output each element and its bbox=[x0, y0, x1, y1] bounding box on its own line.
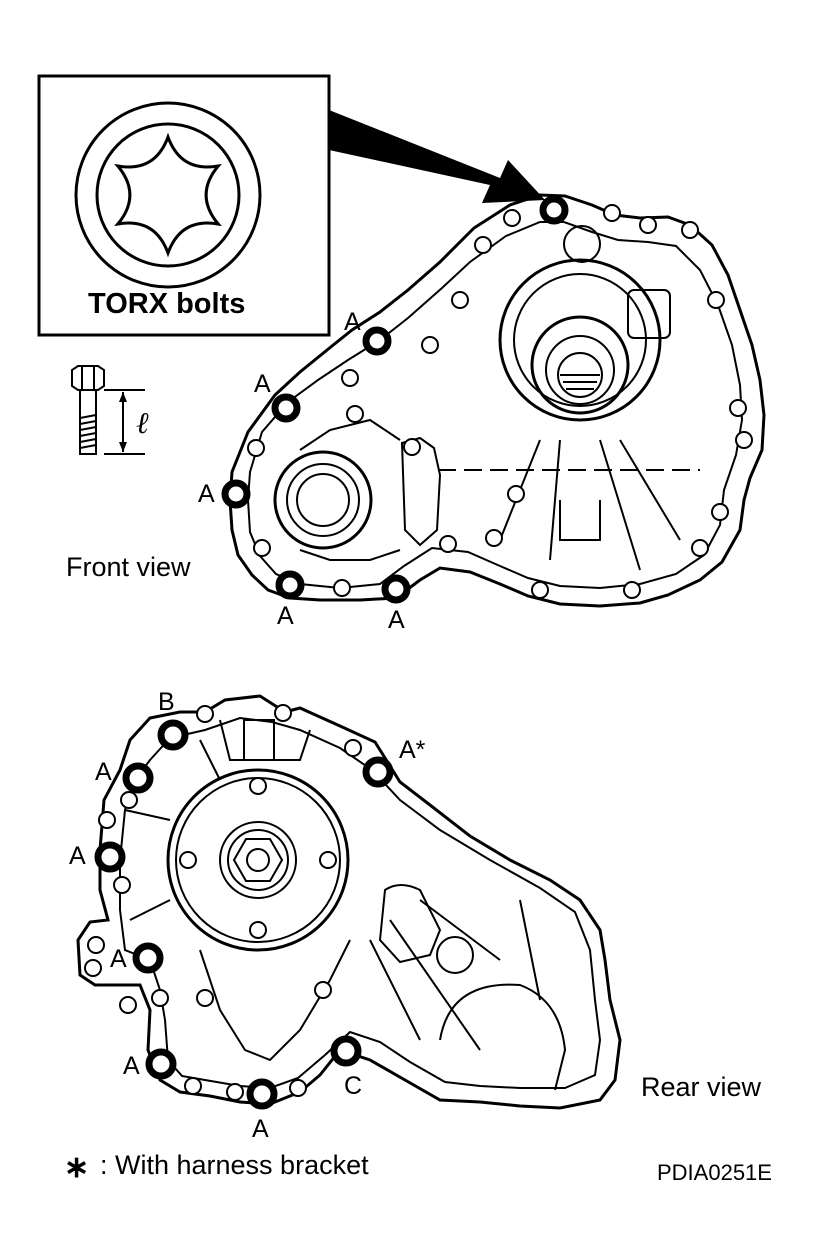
mounting-hole bbox=[681, 221, 699, 239]
bolt-marker bbox=[362, 756, 394, 788]
mounting-hole bbox=[113, 876, 131, 894]
bolt-marker bbox=[275, 570, 305, 600]
mounting-hole bbox=[319, 851, 337, 869]
mounting-hole bbox=[603, 204, 621, 222]
rear-bolt-label: A bbox=[252, 1115, 269, 1143]
mounting-hole bbox=[623, 581, 641, 599]
front-bolt-label: A bbox=[254, 370, 271, 398]
mounting-hole bbox=[421, 336, 439, 354]
front-view-title: Front view bbox=[66, 552, 191, 582]
mounting-hole bbox=[120, 791, 138, 809]
pointer-arrow-icon bbox=[329, 110, 545, 203]
bolt-marker bbox=[539, 195, 569, 225]
rear-bolt-label: B bbox=[158, 688, 175, 716]
mounting-hole bbox=[707, 291, 725, 309]
mounting-hole bbox=[184, 1077, 202, 1095]
mounting-hole bbox=[151, 989, 169, 1007]
mounting-hole bbox=[474, 236, 492, 254]
mounting-hole bbox=[735, 431, 753, 449]
bolt-length-icon bbox=[71, 365, 145, 455]
front-bolt-label: A bbox=[388, 606, 405, 634]
footnote-marker: ∗ bbox=[64, 1151, 90, 1184]
rear-bolt-label: A bbox=[110, 945, 127, 973]
mounting-hole bbox=[289, 1079, 307, 1097]
mounting-hole bbox=[314, 981, 332, 999]
bolt-marker bbox=[381, 574, 411, 604]
mounting-hole bbox=[247, 439, 265, 457]
footnote-text: : With harness bracket bbox=[100, 1150, 369, 1180]
bolt-marker bbox=[246, 1078, 278, 1110]
rear-bolt-label: A bbox=[69, 842, 86, 870]
mounting-hole bbox=[249, 921, 267, 939]
mounting-hole bbox=[507, 485, 525, 503]
front-bolt-label: A bbox=[198, 480, 215, 508]
mounting-hole bbox=[179, 851, 197, 869]
mounting-hole bbox=[253, 539, 271, 557]
rear-bolt-label: A bbox=[123, 1052, 140, 1080]
mounting-hole bbox=[639, 216, 657, 234]
mounting-hole bbox=[344, 739, 362, 757]
rear-bolt-label: A bbox=[95, 758, 112, 786]
torx-socket-icon bbox=[74, 101, 262, 289]
mounting-hole bbox=[346, 405, 364, 423]
rear-bolt-label: A* bbox=[399, 736, 426, 764]
mounting-hole bbox=[98, 811, 116, 829]
bolt-marker bbox=[330, 1035, 362, 1067]
mounting-hole bbox=[274, 704, 292, 722]
mounting-hole bbox=[119, 996, 137, 1014]
bolt-marker bbox=[132, 942, 164, 974]
rear-view-housing bbox=[76, 694, 622, 1110]
mounting-hole bbox=[87, 936, 105, 954]
rear-view-title: Rear view bbox=[641, 1072, 762, 1102]
front-view-housing bbox=[221, 193, 766, 608]
figure-code: PDIA0251E bbox=[657, 1160, 772, 1185]
bolt-marker bbox=[145, 1048, 177, 1080]
bolt-marker bbox=[122, 762, 154, 794]
mounting-hole bbox=[531, 581, 549, 599]
mounting-hole bbox=[485, 529, 503, 547]
bolt-length-symbol: ℓ bbox=[136, 406, 149, 441]
mounting-hole bbox=[451, 291, 469, 309]
mounting-hole bbox=[503, 209, 521, 227]
bolt-marker bbox=[94, 841, 126, 873]
mounting-hole bbox=[84, 959, 102, 977]
mounting-hole bbox=[439, 535, 457, 553]
torx-bolts-label: TORX bolts bbox=[88, 288, 246, 320]
mounting-hole bbox=[729, 399, 747, 417]
bolt-marker bbox=[157, 719, 189, 751]
mounting-hole bbox=[691, 539, 709, 557]
mounting-hole bbox=[226, 1083, 244, 1101]
mounting-hole bbox=[196, 989, 214, 1007]
mounting-hole bbox=[333, 579, 351, 597]
rear-bolt-label: C bbox=[344, 1072, 363, 1100]
bolt-marker bbox=[221, 479, 251, 509]
mounting-hole bbox=[403, 438, 421, 456]
mounting-hole bbox=[249, 777, 267, 795]
mounting-hole bbox=[341, 369, 359, 387]
bolt-marker bbox=[271, 393, 301, 423]
mounting-hole bbox=[196, 705, 214, 723]
front-bolt-label: A bbox=[344, 308, 361, 336]
front-bolt-label: A bbox=[277, 602, 294, 630]
torx-inset bbox=[37, 74, 545, 337]
mounting-hole bbox=[711, 503, 729, 521]
bolt-marker bbox=[362, 326, 392, 356]
